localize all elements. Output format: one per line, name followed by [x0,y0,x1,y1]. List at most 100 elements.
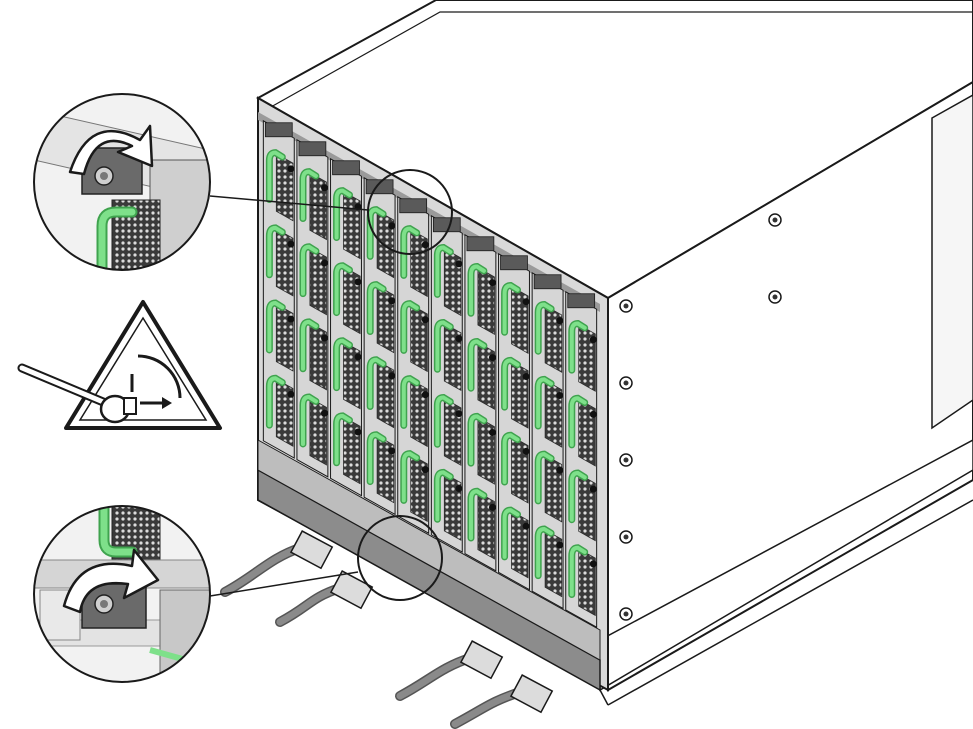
side-mount-point [619,299,633,313]
screw [455,484,463,492]
fan-grille [410,228,428,298]
power-cable [220,530,334,597]
screw [388,447,396,455]
fan-grille [443,472,462,541]
screw [556,391,564,399]
fan-grille [343,416,361,485]
fan-grille [343,341,361,410]
blade-handle [368,207,386,259]
fan-grille [544,529,563,598]
blade-handle [435,245,453,297]
server-blade [296,138,329,478]
blade-handle [569,396,587,447]
fan-grille [511,285,529,354]
fan-grille [477,341,495,410]
blade-handle [368,357,386,409]
screw [421,391,429,399]
screw [354,278,362,286]
power-cable [275,570,374,627]
blade-handle [368,432,386,484]
blade-handle [502,358,520,410]
side-mount-point [619,376,633,390]
rotate-counterclockwise-arrow-icon [68,124,154,176]
fan-grille [477,491,495,560]
fan-grille [343,266,361,335]
blade-handle [536,302,554,354]
server-blade [262,119,295,459]
fan-grille [309,397,327,466]
screw [589,485,597,493]
chassis-body [255,0,973,706]
blade-handle [435,395,453,447]
rotate-clockwise-arrow-icon [62,548,160,614]
fan-grille [309,247,327,316]
blade-handle [401,226,419,278]
blade-handle [300,244,318,296]
side-mount-point [768,290,782,304]
fan-grille [275,153,294,222]
side-access-panel [931,94,973,430]
side-mount-point [619,607,633,621]
fan-grille [578,473,596,542]
screw [287,165,295,173]
screw [321,184,329,192]
fan-grille [309,322,327,391]
power-plug [289,530,334,570]
power-cable [450,674,554,729]
blade-handle [536,377,554,429]
server-blade [498,252,530,591]
fan-grille [544,454,563,523]
bottom-leader-line [209,571,359,597]
fan-grille [477,266,495,336]
blade-handle [368,282,386,334]
blade-array [262,119,598,629]
top-callout [33,93,211,271]
fan-grille [511,360,529,429]
screw [321,259,329,267]
fan-grille [578,323,596,392]
blade-handle [536,526,554,578]
power-plug [329,570,374,610]
fan-grille [376,284,395,354]
screw [589,336,597,344]
fan-grille [275,228,294,297]
fan-grille [410,453,428,523]
blade-handle [468,489,486,541]
blade-handle [502,508,520,559]
side-mount-point [768,213,782,227]
blade-handle [267,376,285,428]
side-mount-point [619,453,633,467]
blade-handle [401,376,419,428]
blade-handle [401,451,419,503]
screw [388,297,396,305]
fan-grille [544,304,563,373]
fan-grille [578,398,596,467]
blade-handle [267,225,285,277]
blade-handle [334,413,352,465]
blade-handle [536,452,554,503]
blade-handle [569,545,587,597]
chassis-top-rim [261,11,973,113]
screw [354,353,362,361]
server-blade [464,233,497,572]
screw [589,560,597,568]
fan-grille [376,209,395,279]
fan-grille [443,247,462,317]
server-blade [330,157,362,497]
power-cable [395,640,504,701]
screw [556,466,564,474]
fan-grille [275,303,294,372]
fan-grille [443,322,462,392]
blade-handle [468,339,486,391]
fan-grille [343,190,361,260]
fan-grille [443,397,462,466]
power-plug [459,640,504,680]
server-blade [397,195,430,535]
screw [522,298,530,306]
top-magnifier-ring [367,169,453,255]
screw [489,354,497,362]
blade-handle [569,321,587,373]
blade-handle [435,320,453,372]
